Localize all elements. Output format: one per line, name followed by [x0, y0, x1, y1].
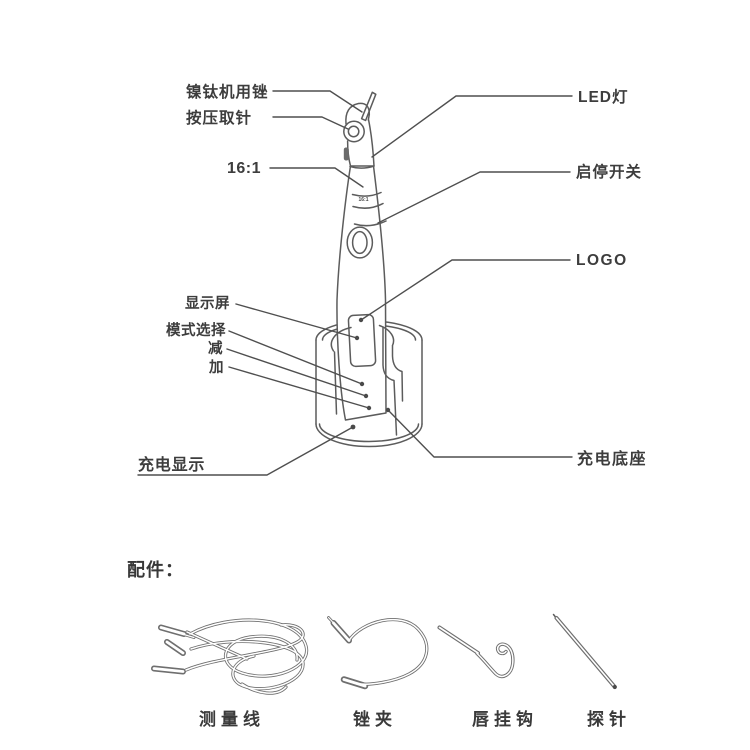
- caption-file-clip: 锉夹: [353, 710, 397, 729]
- label-gear-ratio: 16:1: [227, 160, 262, 177]
- leader-increase: [228, 366, 370, 409]
- charge-indicator-dot: [350, 424, 356, 430]
- label-charge-indicator: 充电显示: [138, 457, 206, 474]
- neck-latch-detail: [343, 147, 349, 161]
- label-led: LED灯: [578, 89, 629, 106]
- probe-drawing: [552, 613, 617, 690]
- caption-probe: 探针: [587, 710, 631, 729]
- leader-start-stop: [377, 171, 571, 224]
- leader-niti-file: [272, 90, 363, 113]
- handpiece-head: [343, 91, 377, 169]
- niti-file-needle: [360, 91, 377, 122]
- lip-hook-drawing: [437, 625, 515, 679]
- device-marking-text: 16:1: [359, 197, 369, 203]
- leader-led: [371, 95, 573, 158]
- accessory-drawings: [151, 613, 617, 695]
- caption-measuring-cable: 测量线: [199, 710, 265, 729]
- probe-tip: [612, 684, 617, 690]
- label-press-pick: 按压取针: [186, 110, 253, 127]
- measuring-cable-drawing: [151, 618, 309, 695]
- leader-lines: [137, 90, 573, 476]
- label-start-stop: 启停开关: [576, 164, 643, 181]
- leader-gear-ratio: [269, 167, 364, 188]
- leader-press-pick: [272, 116, 349, 130]
- label-mode-select: 模式选择: [166, 323, 226, 339]
- leader-logo: [360, 259, 571, 321]
- label-display: 显示屏: [185, 296, 230, 312]
- label-niti-file: 镍钛机用锉: [186, 84, 269, 101]
- accessories-heading: 配件：: [127, 560, 184, 580]
- file-clip-drawing: [327, 616, 429, 690]
- display-screen: [347, 313, 377, 368]
- label-charging-base: 充电底座: [577, 451, 648, 468]
- start-stop-button: [346, 226, 374, 259]
- label-increase: 加: [209, 360, 224, 376]
- leader-charge-indicator: [137, 426, 354, 476]
- charging-base: [315, 324, 423, 448]
- caption-lip-hook: 唇挂钩: [472, 710, 538, 729]
- leader-charging-base: [387, 409, 573, 458]
- label-decrease: 减: [208, 341, 223, 357]
- leader-decrease: [226, 348, 367, 397]
- label-logo: LOGO: [576, 252, 628, 269]
- device-illustration: 16:1: [315, 91, 423, 448]
- leader-mode-select: [228, 330, 363, 385]
- leader-display: [235, 303, 358, 339]
- gear-ring-bands: 16:1: [351, 191, 387, 227]
